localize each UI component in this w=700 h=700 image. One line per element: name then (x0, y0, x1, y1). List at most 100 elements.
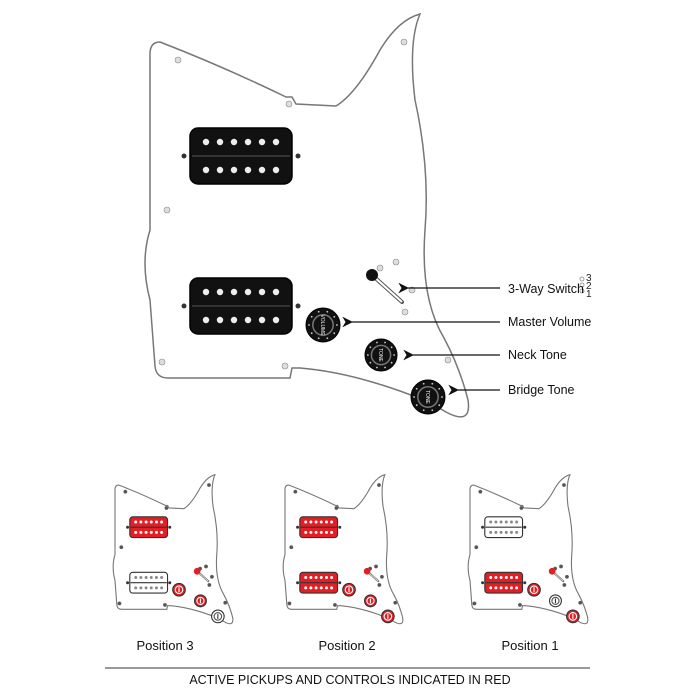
screw-icon (207, 483, 211, 488)
knob-ring (366, 596, 375, 605)
screw-icon (376, 264, 384, 272)
pole-piece (144, 530, 148, 534)
pole-piece (314, 586, 318, 590)
pickup-screw (126, 525, 130, 529)
screw-icon (400, 38, 408, 46)
pole-piece (202, 138, 210, 146)
pole-piece (244, 138, 252, 146)
pole-piece (509, 576, 513, 580)
pole-piece (319, 586, 323, 590)
pole-piece (139, 586, 143, 590)
screw-icon (287, 601, 292, 606)
switch-tip-icon (193, 567, 201, 575)
pickup-screw (338, 525, 342, 529)
pole-piece (216, 316, 224, 324)
knob-ring (568, 612, 578, 621)
neck-tone-knob: TONE (364, 338, 398, 372)
pickup-screw (181, 303, 187, 309)
pole-piece (149, 586, 153, 590)
pole-piece (515, 576, 519, 580)
switch-label: 3-Way Switch (508, 282, 584, 296)
volume-knob: VOLUME (305, 307, 341, 343)
pole-piece (509, 586, 513, 590)
knob-tick (422, 382, 425, 385)
screw-icon (174, 56, 182, 64)
pole-piece (139, 530, 143, 534)
knob-ring (529, 585, 539, 595)
pole-piece (258, 138, 266, 146)
pole-piece (494, 530, 498, 534)
knob-ring (383, 612, 393, 621)
pole-piece (154, 520, 158, 524)
pole-piece (330, 520, 334, 524)
pole-piece (304, 520, 308, 524)
knob-tick (390, 361, 393, 364)
screw-icon (392, 258, 400, 266)
footer-note: ACTIVE PICKUPS AND CONTROLS INDICATED IN… (189, 673, 511, 687)
pole-piece (515, 520, 519, 524)
pole-piece (309, 520, 313, 524)
knob-tick (333, 332, 336, 335)
neck-pickup (481, 516, 527, 539)
position-diagram-3 (112, 474, 234, 625)
pickguard-outline (112, 474, 234, 625)
pickup-screw (181, 153, 187, 159)
switch-tip-icon (366, 269, 378, 281)
callout-arrows (342, 282, 500, 396)
knob-tick (438, 404, 441, 407)
pole-piece (272, 138, 280, 146)
pickup-screw (296, 525, 300, 529)
knob-tick (441, 396, 443, 398)
pole-piece (154, 576, 158, 580)
pole-piece (216, 138, 224, 146)
pole-piece (272, 166, 280, 174)
knob-tick (366, 354, 369, 356)
volume-knob (527, 582, 541, 597)
screw-icon (158, 358, 166, 366)
screw-icon (207, 582, 212, 587)
pole-piece (504, 520, 508, 524)
pole-piece (509, 530, 513, 534)
pole-piece (504, 576, 508, 580)
switch-pos-3: 3 (586, 273, 592, 284)
screw-icon (564, 574, 569, 579)
knob-tick (333, 315, 336, 318)
screw-icon (377, 483, 381, 488)
screw-icon (377, 582, 382, 587)
switch-position-numbers: 3 2 1 (586, 273, 592, 300)
pole-piece (216, 166, 224, 174)
knob-tick (326, 337, 329, 340)
pole-piece (258, 288, 266, 296)
knob-label: TONE (424, 390, 430, 404)
pole-piece (144, 576, 148, 580)
neck-pickup (181, 127, 301, 185)
pickup-screw (168, 581, 172, 585)
screw-icon (334, 506, 339, 510)
pole-piece (160, 520, 164, 524)
bridge-tone-knob: TONE (410, 379, 446, 415)
position-3-label: Position 3 (136, 638, 194, 653)
pole-piece (304, 576, 308, 580)
knob-tick (415, 404, 418, 407)
knob-tick (376, 366, 378, 369)
pole-piece (324, 530, 328, 534)
pole-piece (139, 520, 143, 524)
bridge-pickup (181, 277, 301, 335)
pole-piece (230, 138, 238, 146)
screw-icon (289, 545, 294, 550)
pole-piece (499, 586, 503, 590)
position-2-label: Position 2 (318, 638, 376, 653)
screw-icon (517, 602, 522, 607)
screw-icon (401, 308, 409, 316)
pickguard-outline (144, 13, 470, 418)
pole-piece (504, 530, 508, 534)
screw-icon (578, 600, 583, 605)
pole-piece (160, 530, 164, 534)
screw-icon (223, 600, 228, 605)
pole-piece (499, 530, 503, 534)
pole-piece (144, 520, 148, 524)
pole-piece (258, 316, 266, 324)
screw-icon (472, 601, 477, 606)
pole-piece (134, 586, 138, 590)
pickup-screw (338, 581, 342, 585)
